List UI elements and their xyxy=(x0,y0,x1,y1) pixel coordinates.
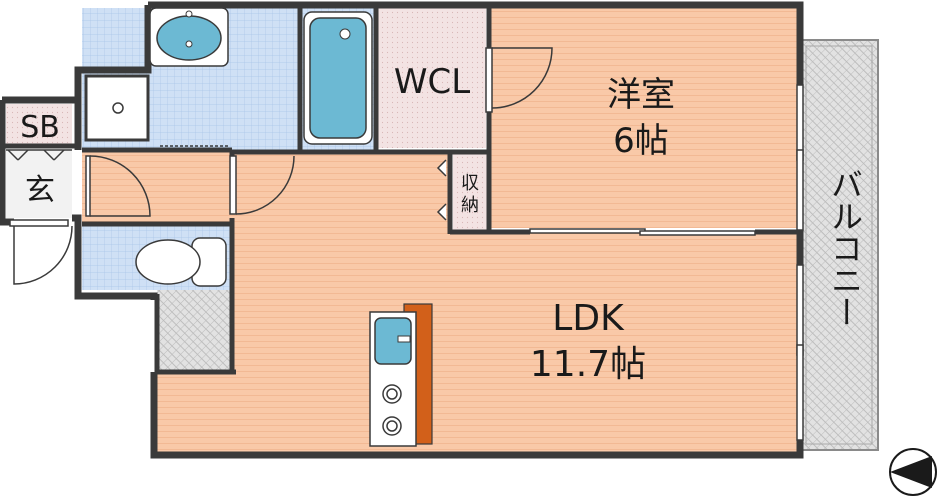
storage-floor xyxy=(453,154,489,230)
entrance-label: 玄 xyxy=(25,173,55,208)
walls xyxy=(0,1,804,459)
wcl-floor xyxy=(378,8,486,148)
sb-floor xyxy=(6,104,72,146)
hallway-floor xyxy=(82,152,232,222)
hatch-area xyxy=(157,290,232,372)
entrance-floor xyxy=(6,150,72,218)
western-room-label: 洋室 xyxy=(607,75,675,115)
balcony-inner-rail xyxy=(805,45,873,445)
storage-label-1: 収 xyxy=(461,173,479,194)
ldk-size: 11.7帖 xyxy=(530,344,646,385)
sliding-door xyxy=(529,228,756,236)
washing-machine-pan-icon xyxy=(84,74,150,142)
doors xyxy=(6,47,553,285)
balcony-windows xyxy=(796,84,804,441)
storage-label-2: 納 xyxy=(461,195,479,216)
kitchen-sink-icon xyxy=(374,317,412,365)
western-room-floor xyxy=(489,8,797,228)
western-room-size: 6帖 xyxy=(613,121,669,161)
balcony-label: バルコニー xyxy=(826,168,864,328)
wcl-label: WCL xyxy=(394,62,470,102)
sb-label: SB xyxy=(20,110,60,145)
ldk-floor xyxy=(157,154,797,452)
washbasin-icon xyxy=(149,7,229,67)
ldk-label: LDK xyxy=(552,298,625,339)
stove-icon xyxy=(382,384,402,436)
bathtub-icon xyxy=(303,11,373,145)
toilet-icon xyxy=(135,237,227,287)
balcony-area xyxy=(799,39,879,451)
compass-icon xyxy=(889,448,937,496)
